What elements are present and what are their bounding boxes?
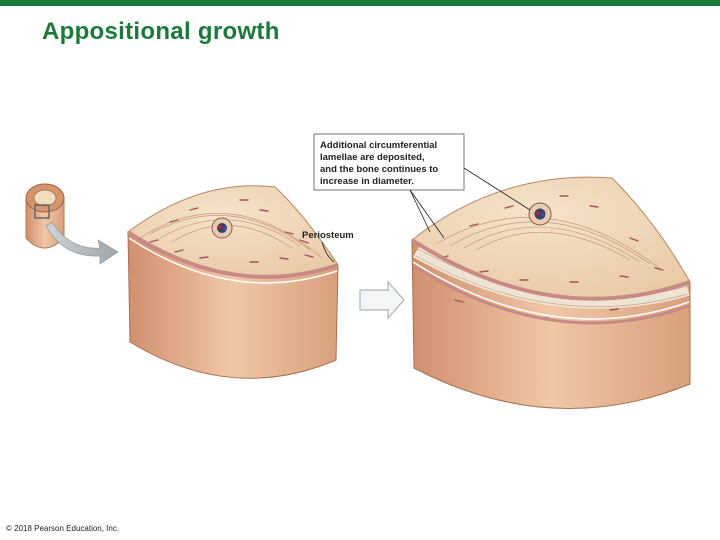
selection-box-icon — [34, 204, 50, 219]
callout-line-4: increase in diameter. — [320, 176, 414, 187]
callout-line-3: and the bone continues to — [320, 164, 438, 175]
callout-box — [313, 133, 465, 191]
callout-leader-lines — [409, 167, 531, 239]
transition-arrow-icon — [359, 280, 405, 320]
callout-line-2: lamellae are deposited, — [320, 152, 425, 163]
periosteum-label: Periosteum — [302, 230, 354, 241]
copyright-notice: © 2018 Pearson Education, Inc. — [6, 524, 120, 533]
bone-wedge-before — [126, 185, 339, 379]
top-accent-bar — [0, 0, 720, 6]
bone-wedge-after — [410, 176, 691, 409]
bone-shaft-thumbnail — [25, 183, 119, 265]
callout-line-1: Additional circumferential — [320, 140, 437, 151]
slide-title: Appositional growth — [42, 18, 280, 45]
periosteum-leader-line — [321, 241, 335, 263]
zoom-arrow-icon — [45, 221, 119, 265]
